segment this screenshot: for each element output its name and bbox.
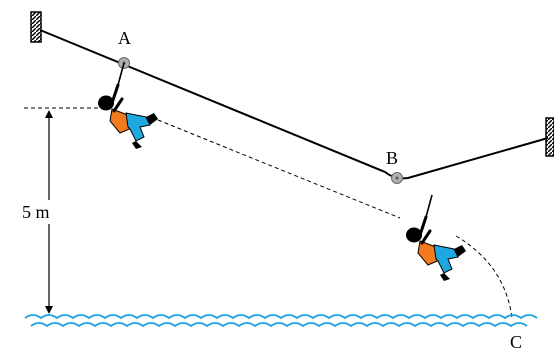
- label-point-c: C: [510, 332, 522, 352]
- fall-trajectory-dashed: [455, 235, 513, 319]
- right-anchor: [545, 117, 554, 157]
- water-surface: [24, 314, 538, 328]
- label-height: 5 m: [22, 202, 50, 222]
- climber-at-b: [404, 193, 468, 283]
- left-anchor: [30, 11, 42, 43]
- label-point-b: B: [386, 148, 398, 168]
- trajectory-dashed: [157, 119, 401, 219]
- pulley-b: [391, 172, 403, 184]
- zipline-cable: [39, 29, 549, 180]
- label-point-a: A: [118, 28, 131, 48]
